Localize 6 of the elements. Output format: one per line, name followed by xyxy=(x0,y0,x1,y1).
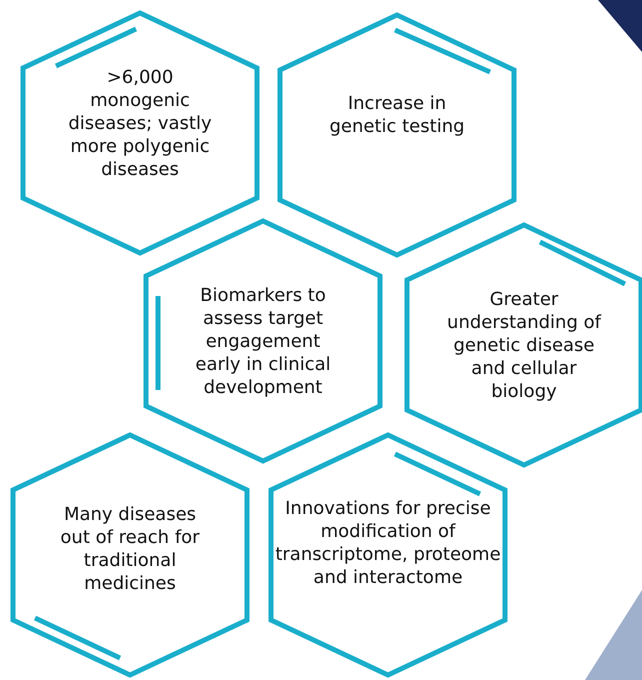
hexagon-text: Many diseases out of reach for traditional medicines xyxy=(59,503,201,595)
hexagon-text: >6,000 monogenic diseases; vastly more polygenic diseases xyxy=(67,66,213,180)
hexagon-text: Innovations for precise modification of transcriptome, proteome and interactome xyxy=(274,497,502,589)
hexagon-text: Biomarkers to assess target engagement early in clinical development xyxy=(194,284,332,398)
hexagon-text: Greater understanding of genetic disease and cellular biology xyxy=(446,288,602,402)
hexagon-text: Increase in genetic testing xyxy=(328,92,466,138)
